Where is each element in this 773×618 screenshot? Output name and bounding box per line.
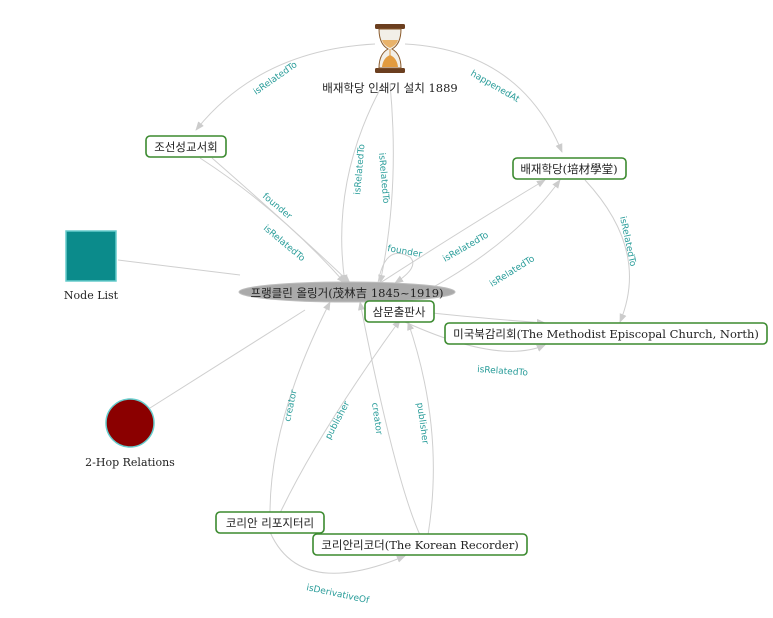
node-trilingual-box[interactable]: [364, 300, 435, 323]
edge-label-2: happenedAt: [469, 69, 522, 105]
legend-node-list[interactable]: Node List: [64, 230, 119, 302]
edge-label-4: isRelatedTo: [376, 152, 390, 204]
edge-paichai-methodist[interactable]: [584, 179, 630, 323]
two-hop-label: 2-Hop Relations: [85, 456, 175, 469]
edge-trilingual-methodist-a[interactable]: [431, 312, 546, 327]
edge-hourglass-joseon[interactable]: [195, 43, 376, 131]
edge-label-14: creator: [369, 402, 383, 436]
node-recorder-box[interactable]: [312, 533, 528, 556]
node-recorder[interactable]: 코리안리코더(The Korean Recorder): [312, 533, 528, 556]
edge-nodelist-franklin[interactable]: [117, 259, 241, 276]
edge-recorder-trilingual[interactable]: [407, 321, 434, 536]
node-joseon-label: 조선성교서회: [154, 140, 217, 154]
edge-hourglass-franklin-b[interactable]: [378, 83, 394, 284]
edge-twohop-franklin[interactable]: [149, 309, 306, 409]
edge-label-13: publisher: [324, 400, 353, 442]
node-franklin[interactable]: 프랭클린 올링거(茂林吉 1845~1919): [238, 281, 456, 303]
node-repository-label: 코리안 리포지터리: [226, 516, 314, 530]
edge-label-9: isRelatedTo: [488, 254, 537, 290]
hourglass-event-label: 배재학당 인쇄기 설치 1889: [322, 81, 457, 95]
edge-label-6: isRelatedTo: [261, 224, 307, 265]
edge-label-11: isRelatedTo: [477, 365, 529, 379]
node-repository[interactable]: 코리안 리포지터리: [215, 511, 325, 534]
node-trilingual[interactable]: 삼문출판사: [364, 300, 435, 323]
node-franklin-label: 프랭클린 올링거(茂林吉 1845~1919): [250, 286, 443, 300]
edge-recorder-franklin[interactable]: [358, 301, 421, 536]
edge-label-15: publisher: [414, 402, 430, 445]
edge-label-7: founder: [386, 244, 423, 260]
node-methodist[interactable]: 미국북감리회(The Methodist Episcopal Church, N…: [444, 322, 768, 345]
node-franklin-ellipse[interactable]: [238, 281, 456, 303]
node-methodist-box[interactable]: [444, 322, 768, 345]
two-hop-circle[interactable]: [105, 398, 155, 448]
node-joseon[interactable]: 조선성교서회: [145, 135, 227, 158]
edge-repository-trilingual[interactable]: [279, 319, 401, 514]
node-paichai-label: 배재학당(培材學堂): [520, 162, 617, 176]
edge-label-12: creator: [283, 389, 300, 423]
edge-label-5: founder: [260, 192, 293, 222]
node-list-label: Node List: [64, 289, 119, 302]
edge-joseon-franklin-a[interactable]: [199, 157, 346, 284]
edge-franklin-self-founder[interactable]: [377, 252, 414, 284]
edge-repository-recorder[interactable]: [269, 531, 406, 574]
node-hourglass-event[interactable]: 배재학당 인쇄기 설치 1889: [322, 24, 458, 95]
hourglass-icon: [375, 24, 405, 73]
edge-repository-franklin[interactable]: [269, 301, 331, 514]
node-trilingual-label: 삼문출판사: [373, 305, 426, 319]
edge-joseon-franklin-b[interactable]: [211, 157, 351, 284]
edge-franklin-paichai[interactable]: [379, 179, 546, 284]
node-recorder-label: 코리안리코더(The Korean Recorder): [321, 538, 518, 552]
edge-label-3: isRelatedTo: [353, 143, 367, 195]
edge-label-16: isDerivativeOf: [305, 583, 370, 606]
legend-two-hop[interactable]: 2-Hop Relations: [85, 398, 175, 469]
edge-hourglass-franklin-a[interactable]: [340, 83, 384, 284]
edge-label-8: isRelatedTo: [442, 230, 491, 264]
node-repository-box[interactable]: [215, 511, 325, 534]
node-methodist-label: 미국북감리회(The Methodist Episcopal Church, N…: [453, 327, 759, 341]
edge-label-10: isRelatedTo: [617, 216, 637, 268]
node-paichai-box[interactable]: [512, 157, 627, 180]
node-paichai[interactable]: 배재학당(培材學堂): [512, 157, 627, 180]
edges: [117, 43, 630, 574]
node-list-square[interactable]: [65, 230, 117, 282]
node-joseon-box[interactable]: [145, 135, 227, 158]
edge-trilingual-methodist-b[interactable]: [404, 321, 546, 352]
edge-hourglass-paichai[interactable]: [404, 43, 563, 153]
edge-label-1: isRelatedTo: [252, 60, 300, 98]
